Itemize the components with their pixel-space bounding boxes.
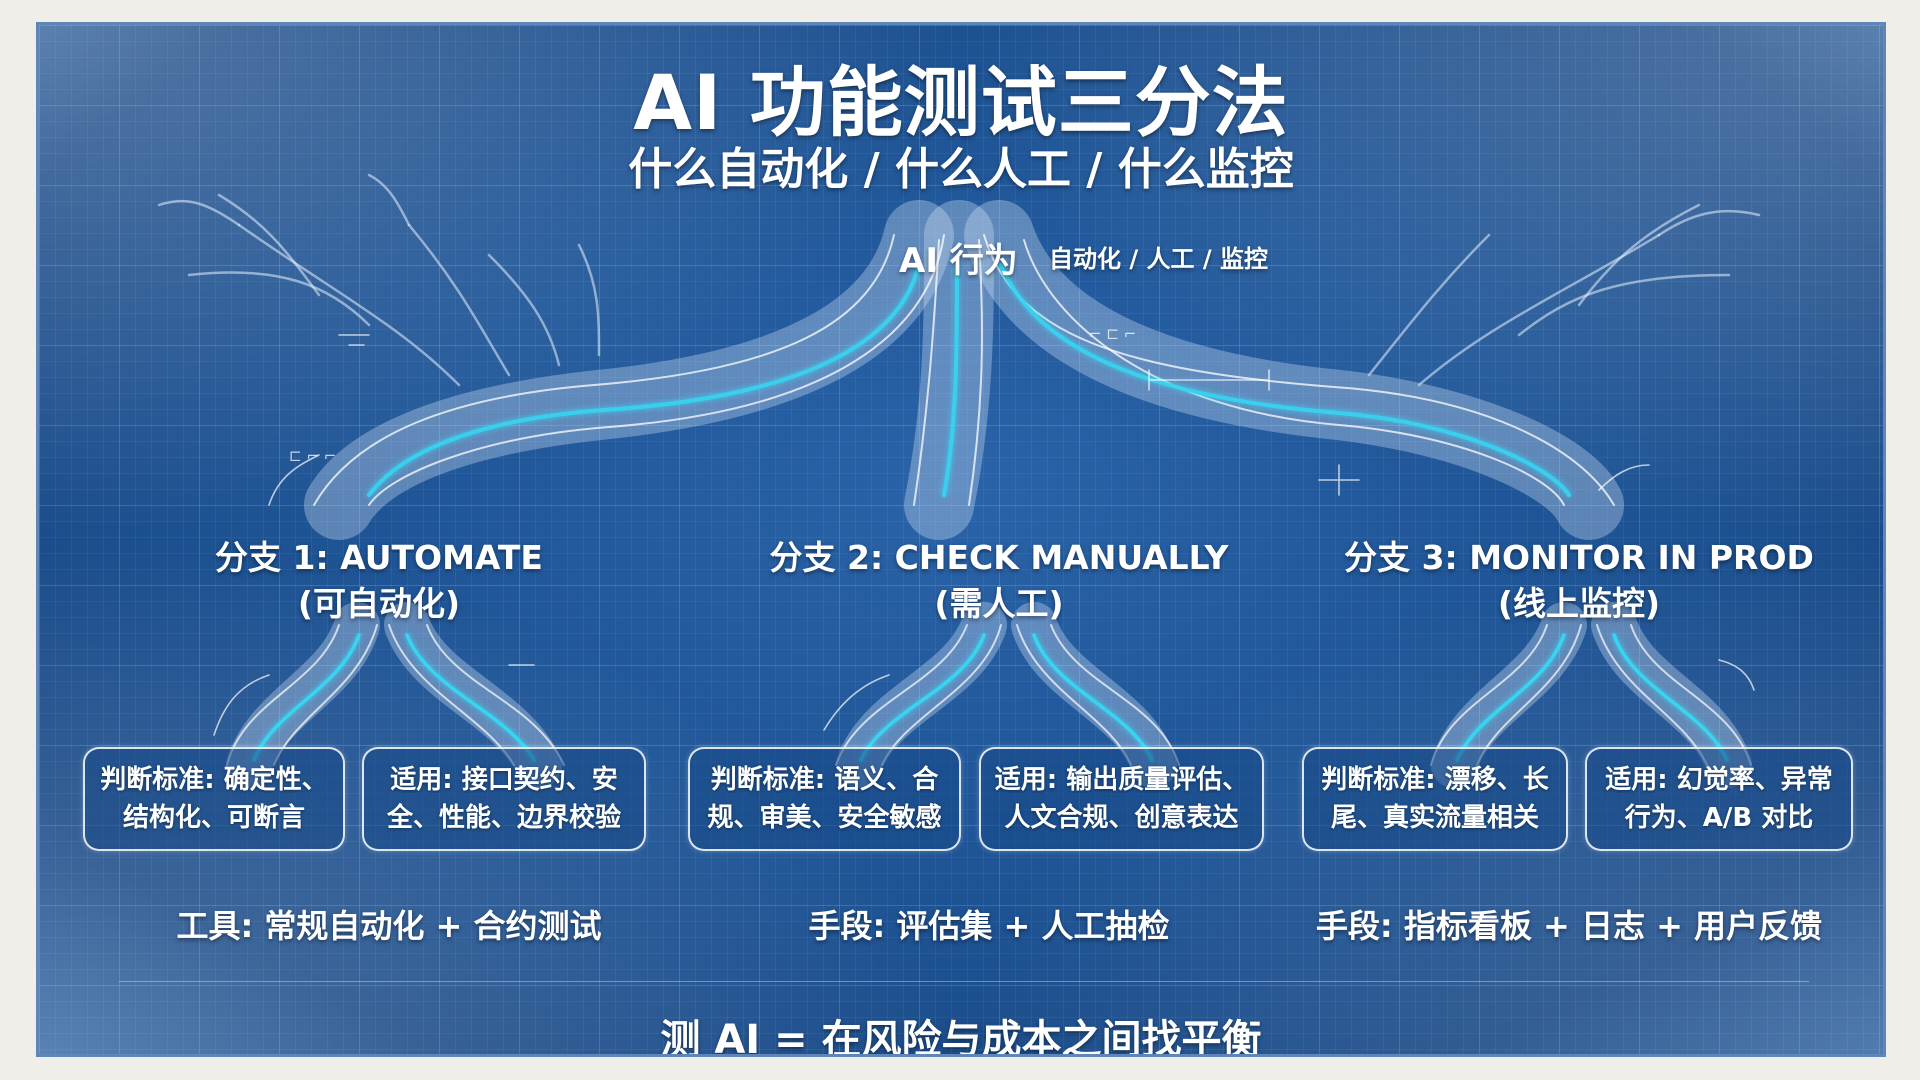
blueprint-board: ⊏ ⌐ ⌐ ⌐ ⊏ ⌐ AI 功能测试三分法 什么自动化 / 什么人工 / 什么… [36,22,1886,1057]
sketch-marks [213,334,1755,736]
trunk-glow [367,263,1571,497]
page-subtitle: 什么自动化 / 什么人工 / 什么监控 [628,144,1294,195]
branch-1-title: 分支 1: AUTOMATE (可自动化) [179,535,579,627]
page-title: AI 功能测试三分法 [633,58,1289,147]
sketch-note: ⊏ ⌐ ⌐ [289,447,337,465]
branch-1-name: 分支 1: AUTOMATE [215,538,543,577]
branch-1-tools: 工具: 常规自动化 + 合约测试 [176,907,602,945]
branch-3-applicable-box: 适用: 幻觉率、异常行为、A/B 对比 [1585,747,1853,851]
branch-3-tools: 手段: 指标看板 + 日志 + 用户反馈 [1315,907,1823,945]
branch-2-name: 分支 2: CHECK MANUALLY [769,538,1229,577]
blueprint-grid [39,25,1883,1054]
canopy-twigs-right [1367,203,1761,387]
fork-branch-2 [836,602,1177,788]
branch-3-name: 分支 3: MONITOR IN PROD [1344,538,1814,577]
footer-divider [119,981,1809,982]
branch-2-criteria-box: 判断标准: 语义、合规、审美、安全敏感 [688,747,961,851]
branch-2-tools: 手段: 评估集 + 人工抽检 [808,907,1170,945]
root-sublabel: 自动化 / 人工 / 监控 [1049,245,1268,273]
tree-diagram [157,173,1761,788]
fork-branch-1 [226,602,562,788]
branch-2-title: 分支 2: CHECK MANUALLY (需人工) [759,535,1239,627]
branch-3-subtitle: (线上监控) [1497,584,1661,623]
branch-3-title: 分支 3: MONITOR IN PROD (线上监控) [1339,535,1819,627]
branch-2-subtitle: (需人工) [934,584,1064,623]
branch-1-applicable-box: 适用: 接口契约、安全、性能、边界校验 [362,747,646,851]
root-label: AI 行为 [899,241,1018,281]
branch-1-subtitle: (可自动化) [297,584,461,623]
footer-motto: 测 AI = 在风险与成本之间找平衡 [660,1017,1262,1057]
branch-2-applicable-box: 适用: 输出质量评估、人文合规、创意表达 [979,747,1264,851]
sketch-note: ⌐ ⊏ ⌐ [1089,325,1137,343]
branch-3-criteria-box: 判断标准: 漂移、长尾、真实流量相关 [1302,747,1568,851]
branch-1-criteria-box: 判断标准: 确定性、结构化、可断言 [83,747,345,851]
canopy-twigs-left [157,173,601,387]
fork-branch-3 [1431,602,1752,788]
